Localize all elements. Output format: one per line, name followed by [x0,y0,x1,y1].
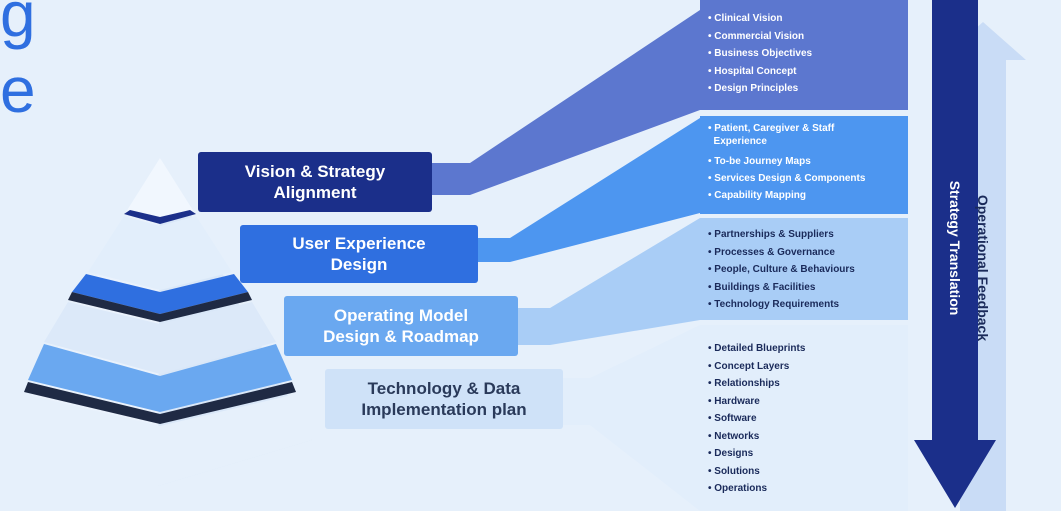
list-item: Partnerships & Suppliers [708,226,855,244]
connector-band-technology [560,325,700,511]
list-item: Design Principles [708,80,812,98]
layer-label-ux: User Experience Design [240,225,478,283]
layer-label-vision: Vision & Strategy Alignment [198,152,432,212]
bullet-list-technology: Detailed Blueprints Concept Layers Relat… [708,340,805,498]
pyramid-slab-3 [28,344,292,412]
strategy-translation-arrow [914,0,996,508]
bullet-list-vision: Clinical Vision Commercial Vision Busine… [708,10,812,98]
pyramid-slab-2 [72,274,248,314]
list-item: Business Objectives [708,45,812,63]
list-item: Capability Mapping [708,187,865,204]
bullet-list-ux: Patient, Caregiver & Staff Experience To… [708,122,866,204]
list-item: Detailed Blueprints [708,340,805,358]
list-item: Designs [708,445,805,463]
list-item: To-be Journey Maps [708,153,865,170]
list-item: Solutions [708,463,805,481]
list-item: Hospital Concept [708,63,812,81]
pyramid-slab-2-shadow [68,292,252,322]
strategy-translation-label: Strategy Translation [947,180,963,316]
pyramid-tier-bottom [8,394,312,486]
pyramid-tier-3 [44,302,276,374]
layer-label-technology: Technology & Data Implementation plan [325,369,563,429]
connector-band-vision [430,10,700,195]
list-item: Technology Requirements [708,296,855,314]
list-item: Services Design & Components [708,170,865,187]
list-item: Hardware [708,393,805,411]
list-item: Patient, Caregiver & Staff Experience [708,122,865,148]
layer-label-operating: Operating Model Design & Roadmap [284,296,518,356]
list-item: Software [708,410,805,428]
list-item: Operations [708,480,805,498]
pyramid-slab-1 [124,210,196,224]
list-item: Concept Layers [708,358,805,376]
connector-band-ux [476,118,700,262]
list-item: Clinical Vision [708,10,812,28]
list-item: Relationships [708,375,805,393]
title-fragment-2: e [0,54,36,126]
pyramid [8,158,312,486]
pyramid-tier-top [126,158,194,220]
connector-band-operating [516,218,700,345]
list-item: People, Culture & Behaviours [708,261,855,279]
title-fragment-1: g [0,0,36,50]
list-item: Commercial Vision [708,28,812,46]
operational-feedback-label: Operational Feedback [975,194,991,342]
bullet-list-operating: Partnerships & Suppliers Processes & Gov… [708,226,855,314]
list-item: Processes & Governance [708,244,855,262]
pyramid-slab-3-shadow [24,382,296,424]
pyramid-tier-2 [88,216,232,290]
list-item: Networks [708,428,805,446]
list-item: Buildings & Facilities [708,279,855,297]
